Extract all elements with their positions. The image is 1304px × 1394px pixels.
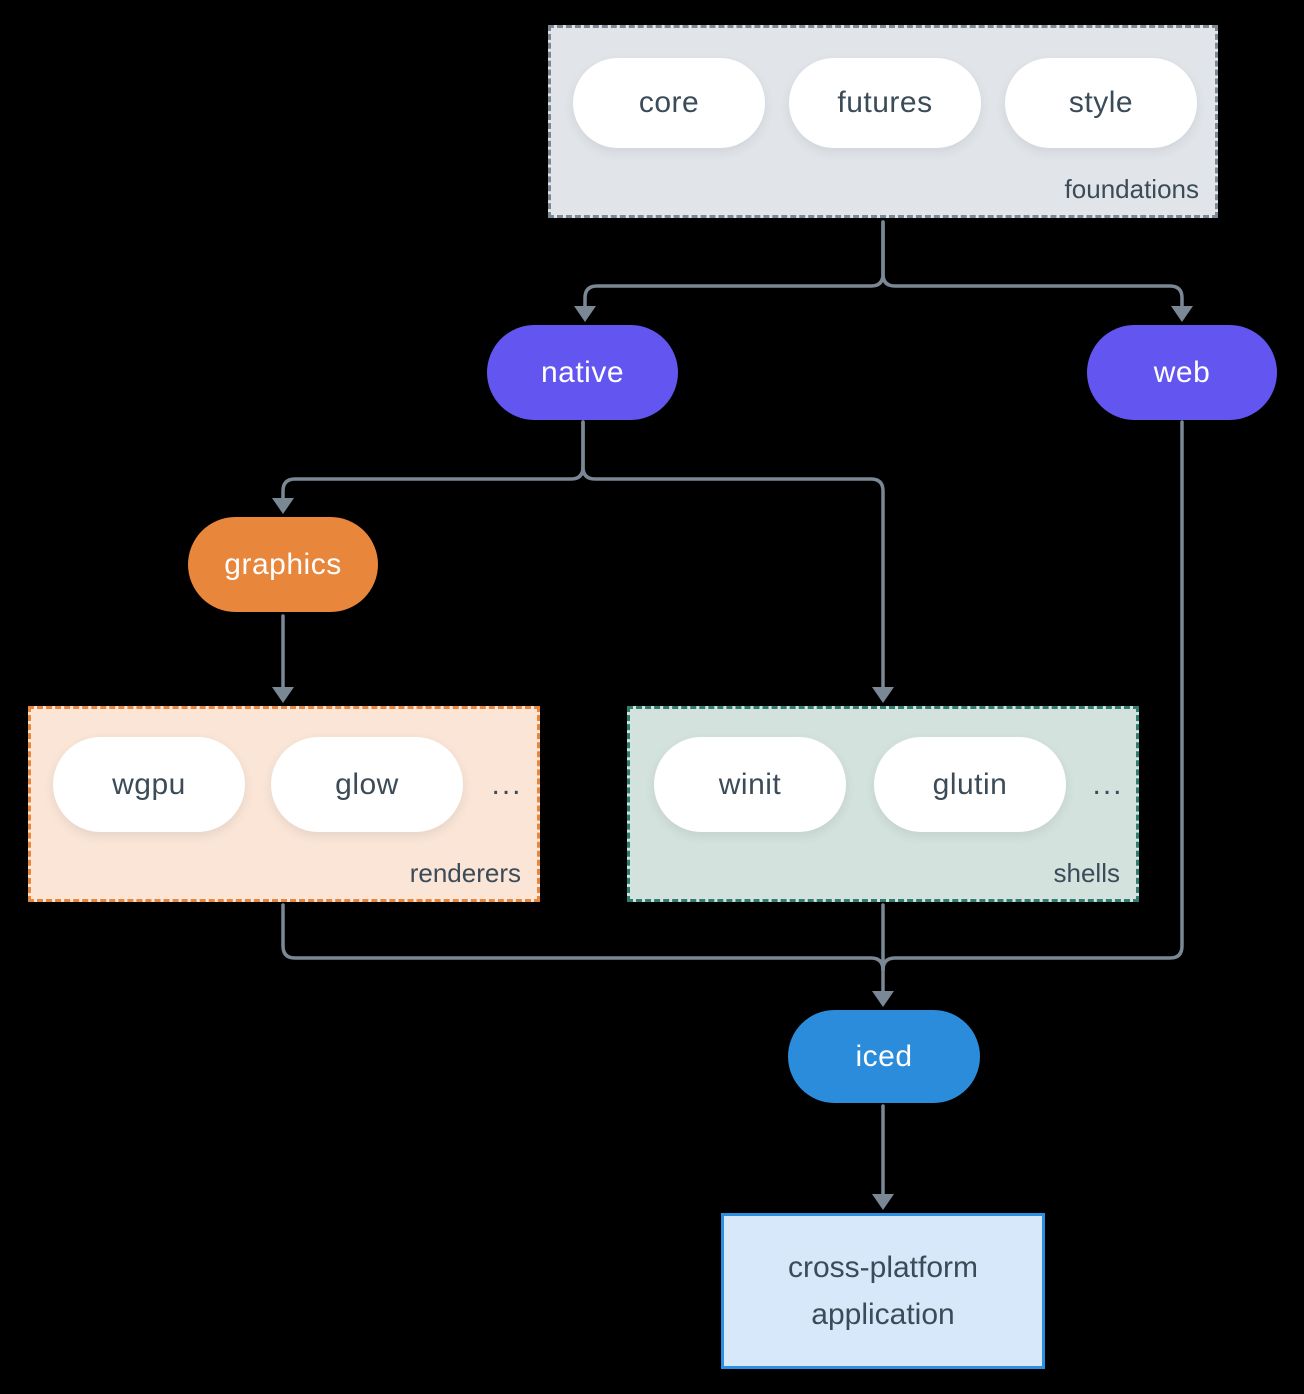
node-web: web: [1087, 325, 1277, 420]
node-style-label: style: [1068, 86, 1134, 119]
application-box: cross-platform application: [721, 1213, 1045, 1369]
node-winit-label: winit: [718, 767, 782, 801]
renderers-group-label: renderers: [409, 858, 521, 888]
foundations-group-label: foundations: [1064, 174, 1199, 204]
connector-renderers-to-merge: [281, 903, 885, 972]
node-native-label: native: [540, 355, 625, 389]
renderers-group: wgpu glow ... renderers: [28, 706, 540, 902]
node-graphics: graphics: [188, 517, 378, 612]
arrowhead-renderers: [272, 687, 294, 703]
connector-foundations-to-native: [583, 220, 885, 308]
node-iced-label: iced: [855, 1039, 913, 1073]
node-futures: futures: [789, 58, 981, 148]
arrowhead-web: [1171, 306, 1193, 322]
node-glutin-label: glutin: [932, 767, 1008, 801]
node-wgpu-label: wgpu: [112, 767, 186, 801]
node-iced: iced: [788, 1010, 980, 1103]
node-web-label: web: [1153, 355, 1211, 389]
foundations-group: core futures style foundations: [548, 25, 1218, 218]
node-wgpu: wgpu: [53, 737, 245, 832]
application-label: cross-platform application: [787, 1251, 979, 1331]
node-graphics-label: graphics: [224, 547, 342, 581]
node-winit: winit: [654, 737, 846, 832]
node-glow-label: glow: [335, 767, 399, 801]
arrowhead-shells: [872, 687, 894, 703]
arrowhead-native: [574, 306, 596, 322]
shells-group-label: shells: [1053, 858, 1120, 888]
connector-native-to-graphics: [281, 420, 585, 500]
arrowhead-iced: [872, 991, 894, 1007]
shells-ellipsis: ...: [1092, 767, 1124, 801]
renderers-ellipsis: ...: [491, 767, 523, 801]
node-native: native: [487, 325, 678, 420]
node-style: style: [1005, 58, 1197, 148]
node-core: core: [573, 58, 765, 148]
arrowhead-application: [872, 1194, 894, 1210]
arrowhead-graphics: [272, 498, 294, 514]
node-glutin: glutin: [874, 737, 1066, 832]
node-core-label: core: [638, 86, 700, 119]
connector-foundations-to-web: [881, 220, 1184, 308]
connector-native-to-shells: [581, 420, 885, 689]
node-futures-label: futures: [837, 86, 933, 119]
node-glow: glow: [271, 737, 463, 832]
shells-group: winit glutin ... shells: [627, 706, 1139, 902]
